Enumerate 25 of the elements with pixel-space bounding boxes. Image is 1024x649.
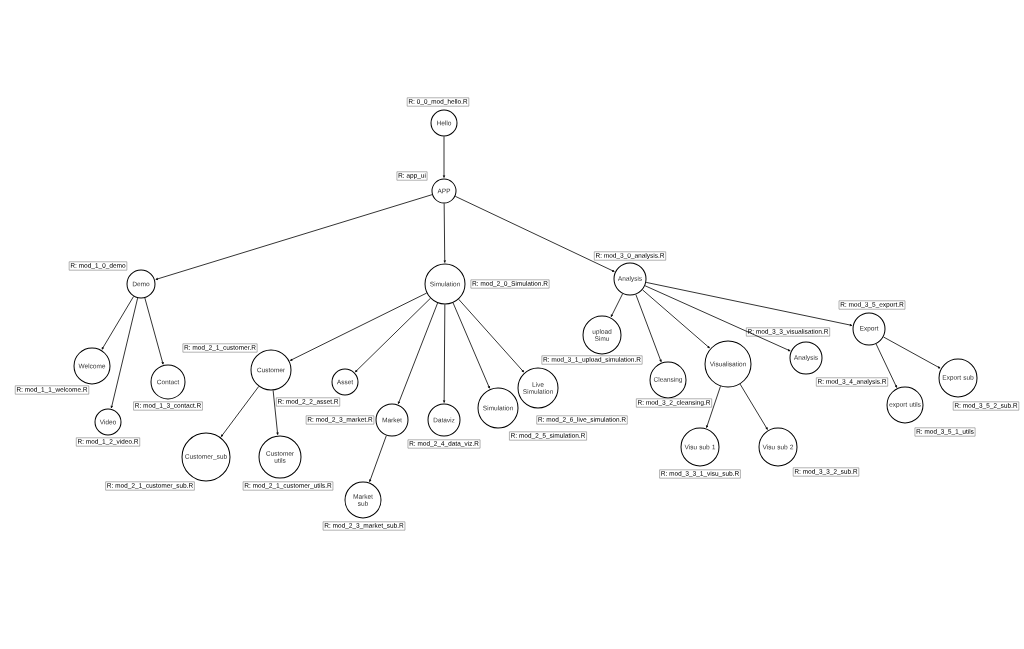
arrow — [645, 282, 853, 327]
arrow — [355, 297, 431, 373]
arrow — [875, 343, 897, 388]
arrow — [101, 296, 134, 350]
arrow — [110, 297, 139, 409]
arrow — [610, 293, 624, 318]
arrow — [144, 297, 164, 365]
arrow — [220, 386, 260, 437]
arrow — [398, 302, 438, 405]
arrow — [443, 203, 446, 263]
arrow — [642, 289, 710, 349]
arrow — [454, 195, 615, 272]
arrow — [442, 136, 446, 178]
arrow — [458, 298, 525, 373]
arrow — [289, 292, 428, 361]
arrow — [443, 304, 446, 403]
arrow — [706, 385, 721, 428]
arrow — [155, 194, 433, 280]
arrow — [883, 336, 941, 369]
arrow — [272, 390, 279, 435]
arrow — [452, 302, 490, 389]
arrow — [644, 285, 791, 352]
arrow — [739, 383, 768, 430]
arrow — [369, 435, 387, 483]
arrow — [635, 294, 662, 363]
